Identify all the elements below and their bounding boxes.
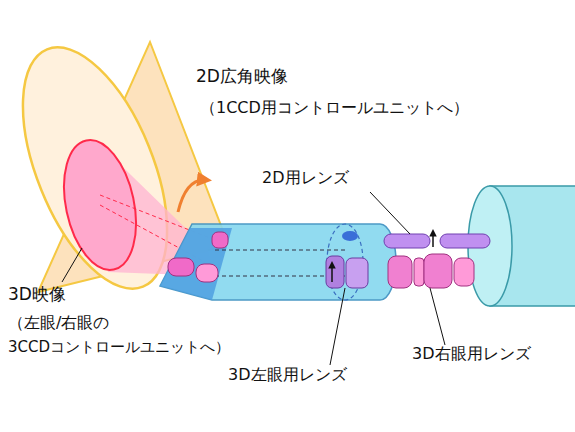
part-label: 3D左眼用レンズ	[228, 365, 347, 384]
part-label: （1CCD用コントロールユニットへ）	[200, 98, 469, 117]
scope-tip	[160, 228, 232, 300]
scope-tube	[160, 224, 396, 300]
part-label: （左眼/右眼の	[8, 313, 109, 332]
move-arrow	[432, 232, 434, 247]
lens-window	[342, 231, 358, 241]
2d-lens	[384, 234, 490, 248]
part-label: 3D映像	[8, 284, 66, 304]
part-label: 2D用レンズ	[262, 168, 349, 187]
part-label: 3CCDコントロールユニットへ）	[8, 338, 230, 356]
light-path	[215, 250, 345, 251]
3d-left-lens	[326, 256, 368, 288]
objective-lens	[168, 232, 228, 282]
part-label: 3D右眼用レンズ	[412, 344, 531, 363]
3d-right-lens	[388, 254, 474, 288]
part-label: 2D広角映像	[196, 66, 288, 86]
move-arrow	[331, 264, 333, 282]
switch-arrow	[178, 180, 206, 212]
